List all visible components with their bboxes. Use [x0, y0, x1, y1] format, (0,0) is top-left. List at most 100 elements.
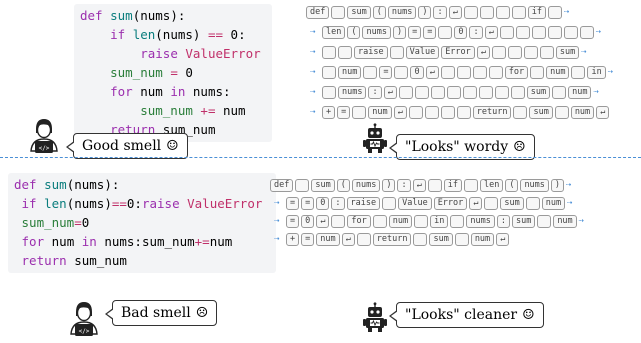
code-token: num — [51, 234, 82, 249]
token: 0 — [454, 25, 468, 39]
space-token — [530, 65, 545, 79]
code-line: for num in nums:sum_num+=num — [14, 232, 270, 251]
token: num — [546, 65, 570, 79]
token: for — [504, 65, 529, 79]
frown-face-icon: ☹ — [513, 139, 526, 155]
smile-face-icon: ☺ — [522, 307, 535, 323]
code-token: for — [110, 84, 141, 99]
newline-token: ↵ — [484, 25, 498, 39]
newline-token: ↵ — [316, 214, 330, 228]
newline-token: ↵ — [596, 105, 610, 119]
space-token — [571, 65, 586, 79]
code-token — [80, 27, 110, 42]
robot-icon — [363, 302, 387, 332]
space-token — [430, 85, 445, 99]
code-token: num — [215, 103, 246, 118]
token: return — [472, 105, 512, 119]
frown-face-icon: ☹ — [195, 305, 209, 321]
code-token: = — [170, 65, 178, 80]
token: = — [286, 196, 300, 210]
code-token: def — [14, 177, 45, 192]
token: sum — [500, 196, 524, 210]
token: len — [322, 25, 346, 39]
code-token — [14, 196, 22, 211]
space-token — [462, 85, 477, 99]
space-token — [438, 25, 453, 39]
token: if — [527, 5, 546, 19]
code-token — [14, 234, 22, 249]
bubble-text: "Looks" cleaner — [405, 307, 518, 323]
wrap-out-icon: ⇢ — [595, 27, 602, 37]
code-token — [14, 253, 22, 268]
token: Error — [441, 45, 475, 59]
space-token — [322, 65, 336, 79]
space-token — [479, 5, 494, 19]
token: in — [587, 65, 606, 79]
code-token — [80, 84, 110, 99]
space-token — [552, 85, 567, 99]
wrap-out-icon: ⇢ — [593, 87, 599, 97]
space-token — [531, 25, 546, 39]
token: : — [368, 85, 382, 99]
token: + — [322, 105, 336, 119]
token: def — [270, 178, 294, 192]
code-token: if — [21, 196, 45, 211]
token: ) — [382, 178, 396, 192]
token: nums — [466, 214, 495, 228]
space-token — [537, 214, 552, 228]
newline-token: ↵ — [469, 196, 483, 210]
smile-face-icon: ☺ — [166, 138, 179, 154]
token: num — [553, 214, 577, 228]
space-token — [414, 85, 429, 99]
token: ( — [505, 178, 519, 192]
token: 0 — [316, 196, 330, 210]
space-token — [331, 5, 346, 19]
space-token — [454, 232, 469, 246]
space-token — [394, 65, 409, 79]
space-token — [525, 196, 540, 210]
token: in — [430, 214, 449, 228]
space-token — [456, 65, 471, 79]
token: num — [338, 65, 362, 79]
wrap-continue-icon: ⇢ — [310, 27, 316, 37]
token: Value — [398, 196, 432, 210]
newline-token: ↵ — [496, 232, 510, 246]
code-line: sum_num = 0 — [80, 63, 266, 82]
space-token — [547, 25, 562, 39]
space-token — [539, 45, 554, 59]
token: raise — [354, 45, 388, 59]
code-line: sum_num += num — [80, 101, 266, 120]
token: ( — [347, 25, 361, 39]
space-token — [446, 85, 461, 99]
space-token — [463, 5, 478, 19]
space-token — [494, 85, 509, 99]
svg-text:</>: </> — [79, 328, 90, 335]
space-token — [352, 105, 367, 119]
token: sum — [529, 105, 553, 119]
token: if — [443, 178, 462, 192]
code-line: return sum_num — [14, 251, 270, 270]
token: nums — [338, 85, 367, 99]
section-divider — [0, 157, 641, 158]
code-token: 0 — [177, 65, 193, 80]
newline-token: ↵ — [425, 65, 439, 79]
code-token: num — [140, 84, 171, 99]
newline-token: ↵ — [448, 5, 462, 19]
token: num — [570, 105, 595, 119]
token: sum — [311, 178, 335, 192]
token: + — [286, 232, 300, 246]
space-token — [389, 45, 404, 59]
space-token — [413, 232, 428, 246]
token: : — [397, 178, 411, 192]
wrap-out-icon: ⇢ — [607, 67, 614, 77]
wrap-continue-icon: ⇢ — [274, 198, 280, 208]
space-token — [491, 45, 506, 59]
code-token: (nums): — [66, 177, 120, 192]
code-line: def sum(nums): — [14, 175, 270, 194]
newline-token: ↵ — [393, 105, 407, 119]
newline-token: ↵ — [383, 85, 397, 99]
code-token: == — [111, 196, 127, 211]
token: ( — [372, 5, 386, 19]
